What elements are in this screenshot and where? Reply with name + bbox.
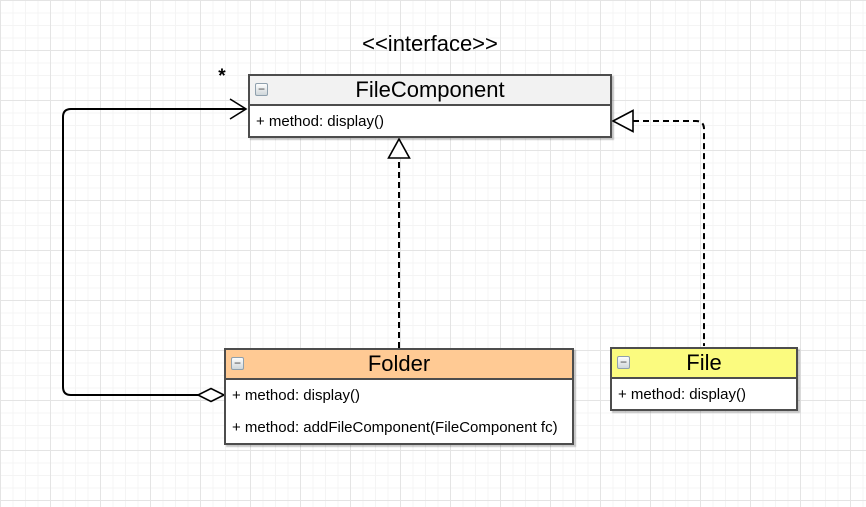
class-title-folder: Folder: [367, 351, 431, 376]
class-box-file[interactable]: − File + method: display(): [610, 347, 798, 411]
stereotype-label[interactable]: <<interface>>: [362, 31, 498, 56]
class-member: + method: display(): [256, 112, 384, 130]
open-arrowhead-icon[interactable]: [229, 98, 248, 120]
realization-triangle-icon[interactable]: [611, 109, 634, 133]
realization-line-file[interactable]: [633, 120, 705, 346]
class-box-filecomponent[interactable]: − FileComponent + method: display(): [248, 74, 612, 138]
class-title-file: File: [686, 350, 722, 375]
realization-connector-file[interactable]: [611, 109, 705, 347]
class-body: + method: display(): [612, 379, 796, 409]
realization-triangle-icon[interactable]: [387, 137, 411, 159]
realization-connector-folder[interactable]: [387, 137, 411, 348]
class-member: + method: display(): [618, 385, 746, 403]
class-header: − Folder: [226, 350, 572, 380]
class-member: + method: addFileComponent(FileComponent…: [232, 418, 558, 436]
class-member: + method: display(): [232, 387, 360, 405]
collapse-icon[interactable]: −: [617, 356, 630, 369]
class-box-folder[interactable]: − Folder + method: display() + method: a…: [224, 348, 574, 445]
collapse-icon[interactable]: −: [231, 357, 244, 370]
aggregation-connector[interactable]: [62, 98, 248, 403]
class-title-filecomponent: FileComponent: [355, 77, 505, 102]
aggregation-diamond-icon[interactable]: [196, 387, 226, 403]
class-header: − File: [612, 349, 796, 379]
class-body: + method: display() + method: addFileCom…: [226, 380, 572, 443]
class-body: + method: display(): [250, 106, 610, 136]
collapse-icon[interactable]: −: [255, 83, 268, 96]
class-header: − FileComponent: [250, 76, 610, 106]
aggregation-line[interactable]: [62, 108, 245, 396]
multiplicity-label[interactable]: *: [218, 66, 226, 87]
